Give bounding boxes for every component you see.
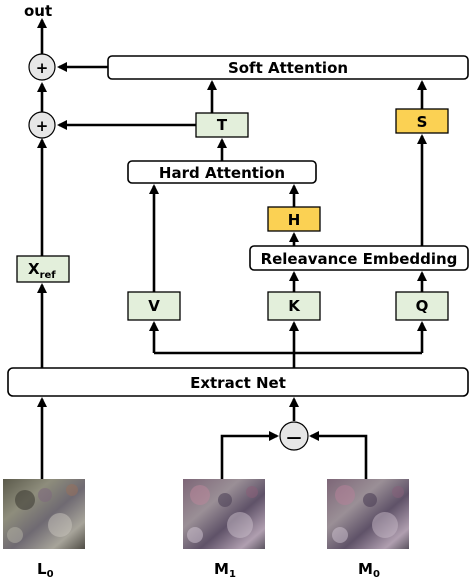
relevance-embedding-label: Releavance Embedding: [261, 250, 458, 268]
subtract-operator: —: [279, 421, 309, 451]
extract-net-label: Extract Net: [190, 374, 286, 392]
soft-attention-block: Soft Attention: [107, 55, 469, 80]
feature-Q: Q: [395, 291, 449, 321]
feature-S: S: [395, 108, 449, 134]
input-label-L0: L0: [37, 560, 54, 579]
feature-S-label: S: [417, 113, 428, 131]
input-image-M1: [183, 479, 265, 549]
extract-net-block: Extract Net: [7, 367, 469, 397]
feature-X-ref: Xref: [16, 255, 70, 283]
input-image-M0: [327, 479, 409, 549]
feature-T: T: [195, 112, 249, 138]
feature-K-label: K: [288, 297, 301, 315]
feature-H: H: [267, 206, 321, 232]
add-symbol-top: +: [36, 59, 49, 77]
relevance-embedding-block: Releavance Embedding: [249, 245, 469, 271]
soft-attention-label: Soft Attention: [228, 59, 348, 77]
feature-V: V: [127, 291, 181, 321]
output-label: out: [24, 2, 52, 20]
feature-K: K: [267, 291, 321, 321]
hard-attention-block: Hard Attention: [127, 160, 317, 184]
add-operator-bottom: +: [28, 111, 56, 139]
input-image-L0: [3, 479, 85, 549]
input-label-M0: M0: [358, 560, 380, 579]
feature-H-label: H: [288, 211, 301, 229]
subtract-symbol: —: [287, 428, 302, 446]
feature-X-ref-label: Xref: [28, 260, 56, 281]
input-label-M1: M1: [214, 560, 236, 579]
feature-T-label: T: [217, 116, 228, 134]
feature-Q-label: Q: [416, 297, 429, 315]
hard-attention-label: Hard Attention: [159, 164, 285, 182]
add-symbol-bottom: +: [36, 117, 49, 135]
add-operator-top: +: [28, 53, 56, 81]
feature-V-label: V: [148, 297, 160, 315]
